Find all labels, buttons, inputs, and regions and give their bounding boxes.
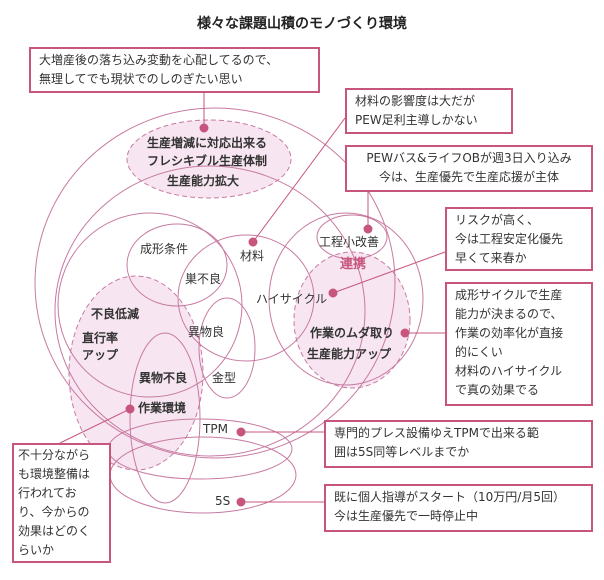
kaizen-dot [363,224,373,234]
molding-ellipse [126,223,228,307]
flex-dot [199,123,209,133]
kaizen-ellipse [316,214,388,260]
material-ellipse [177,234,315,362]
label-5s: 5S [215,494,231,508]
label-tpm: TPM [203,422,228,436]
5s-dot [236,497,246,507]
callout-5s: 既に個人指導がスタート（10万円/月5回） 今は生産優先で一時停止中 [324,484,593,532]
muda-dot [400,328,410,338]
label-nest-defect: 巣不良 [185,272,222,286]
callout-cycle: 成形サイクルで生産 能力が決まるので、 作業の効率化が直接 的にくい 材料のハイ… [445,282,593,406]
label-material: 材料 [240,249,265,263]
page-title: 様々な課題山積のモノづくり環境 [197,16,407,32]
label-productivity: 生産能力アップ [307,347,392,361]
label-flex: 生産増減に対応出来る フレシキブル生産体制 [147,136,268,168]
foreign-good-ellipse [198,297,256,399]
tpm-dot [236,427,246,437]
outer-ellipse [34,107,396,459]
high-cycle-ellipse [268,212,424,386]
label-molding: 成形条件 [140,242,189,256]
callout-pew-bus: PEWバス&ライフOBが週3日入り込み 今は、生産優先で生産応援が主体 [345,145,593,192]
label-kaizen: 工程小改善 [319,235,380,249]
material-dot [248,237,258,247]
label-yield: 直行率 アップ [82,331,119,362]
label-muda: 作業のムダ取り [310,326,395,340]
callout-risk: リスクが高く、 今は工程安定化優先 早くて来春か [445,207,593,271]
capacity-ellipse [54,165,366,457]
work-env-dot [125,404,135,414]
foreign-defect-ellipse [129,332,201,504]
callout-worry: 大増産後の落ち込み変動を心配してるので、 無理してでも現状でのしのぎたい思い [29,47,320,93]
label-work-env: 作業環境 [138,401,187,415]
callout-material: 材料の影響度は大だが PEW足利主導しかない [345,88,513,134]
label-capacity: 生産能力拡大 [167,174,240,188]
label-defect-reduction: 不良低減 [91,307,140,321]
label-high-cycle: ハイサイクル [256,292,328,306]
label-foreign-good: 異物良 [188,325,225,339]
label-mold: 金型 [212,371,237,385]
label-cooperation: 連携 [340,257,367,272]
flex-ellipse [126,119,292,199]
callout-env: 不十分ながら も環境整備は 行われてお り、今からの 効果はどのく らいか [12,443,111,563]
label-foreign-defect: 異物不良 [139,371,188,385]
high-cycle-dot [328,288,338,298]
callout-tpm: 専門的プレス設備ゆえTPMで出来る範 囲は5S同等レベルまでか [324,420,593,468]
